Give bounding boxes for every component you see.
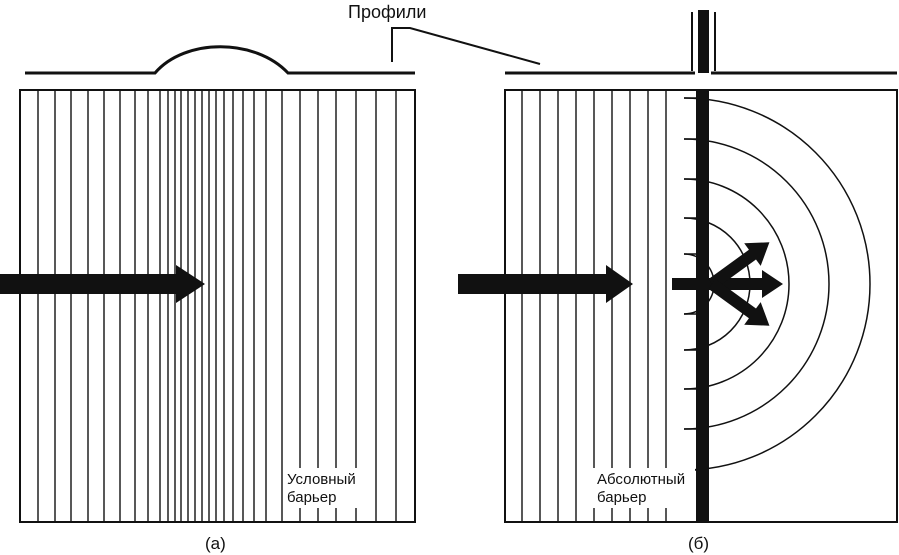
barrier-label-a-line1: Условный [287, 471, 356, 488]
panel-a: Условный барьер (а) [0, 89, 416, 553]
barrier-label-b-line1: Абсолютный [597, 471, 685, 488]
caption-b: (б) [688, 534, 709, 553]
caption-a: (а) [205, 534, 226, 553]
absolute-barrier [696, 90, 709, 522]
barrier-label-a-line2: барьер [287, 489, 336, 506]
diffracted-arrow-up [708, 242, 770, 289]
diffraction-arc-4 [683, 138, 830, 430]
diffracted-arrow-center [672, 270, 783, 298]
profile-leader-lines [391, 27, 541, 65]
diffraction-arc-5 [683, 97, 871, 471]
diffracted-arrow-down [708, 279, 770, 326]
wavefronts-a [37, 91, 397, 521]
incident-wave-arrow-b [458, 265, 633, 303]
profile-b-wall [698, 10, 709, 73]
profile-b [505, 10, 897, 75]
diffraction-arc-3 [683, 178, 790, 390]
diffracted-arrows [672, 242, 783, 326]
barrier-label-b-line2: барьер [597, 489, 646, 506]
incident-wave-arrow-a [0, 265, 205, 303]
profile-bracket-leader [391, 27, 541, 65]
panel-b: Абсолютный барьер (б) [458, 89, 898, 553]
wavefronts-b [521, 91, 667, 521]
profile-a [25, 45, 415, 75]
panel-a-frame [19, 89, 416, 523]
profiles-title: Профили [348, 2, 426, 22]
